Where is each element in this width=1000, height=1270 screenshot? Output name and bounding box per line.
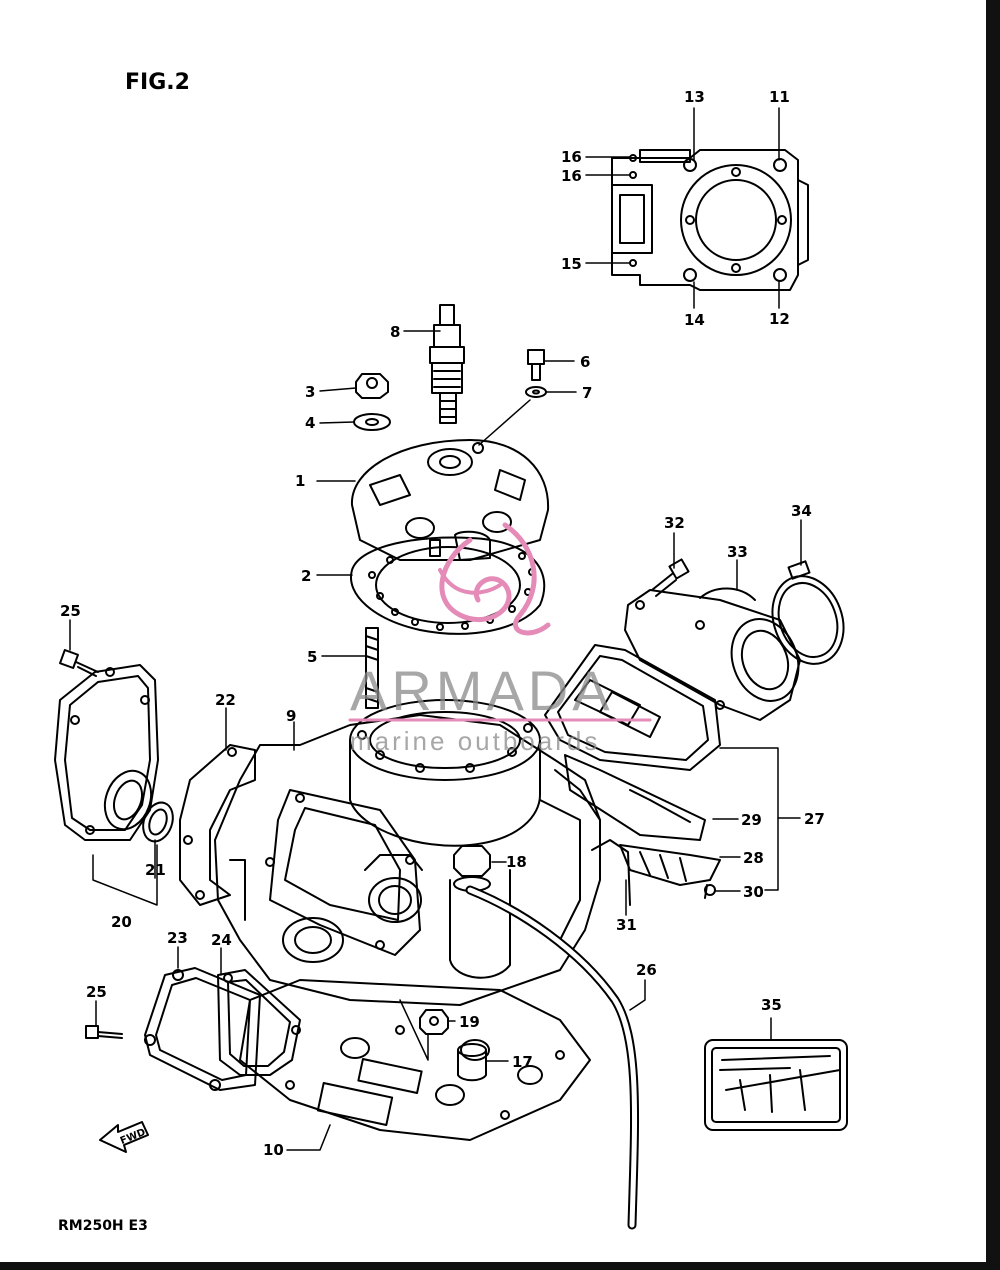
hose-clamp-34 <box>771 560 845 665</box>
callout-15: 15 <box>561 255 582 273</box>
screw-25-lower <box>85 1025 123 1039</box>
watermark-brand: ARMADA <box>350 659 614 722</box>
callout-4: 4 <box>305 414 315 432</box>
intake-manifold <box>624 587 801 721</box>
callout-10: 10 <box>263 1141 284 1159</box>
valve-seal-21 <box>142 801 174 843</box>
callout-21: 21 <box>145 861 166 879</box>
bolt-and-washer <box>525 349 547 398</box>
bolt-32 <box>651 558 690 597</box>
watermark-logo: ARMADA marine outboards <box>348 522 652 756</box>
callout-28: 28 <box>743 849 764 867</box>
callout-24: 24 <box>211 931 232 949</box>
head-gasket <box>349 536 546 635</box>
callout-6: 6 <box>580 353 590 371</box>
cover-23 <box>144 967 261 1091</box>
valve-cover <box>54 664 159 841</box>
callout-32: 32 <box>664 514 685 532</box>
callout-7: 7 <box>582 384 592 402</box>
callout-26: 26 <box>636 961 657 979</box>
callout-9: 9 <box>286 707 296 725</box>
gasket-set-bag <box>704 1039 848 1131</box>
callout-2: 2 <box>301 567 311 585</box>
watermark-tagline: marine outboards <box>350 726 600 756</box>
nut-18 <box>453 845 491 892</box>
callout-labels: 1 2 3 4 5 6 7 8 9 10 11 12 13 14 15 16 1… <box>60 88 825 1159</box>
callout-20: 20 <box>111 913 132 931</box>
callout-27: 27 <box>804 810 825 828</box>
cylinder-stud <box>365 627 379 709</box>
callout-14: 14 <box>684 311 705 329</box>
callout-12: 12 <box>769 310 790 328</box>
callout-3: 3 <box>305 383 315 401</box>
spark-plug <box>429 304 465 424</box>
cylinder-head <box>350 439 550 561</box>
exhaust-gasket <box>179 744 256 906</box>
callout-23: 23 <box>167 929 188 947</box>
figure-title: FIG.2 <box>125 70 190 95</box>
callout-25-b: 25 <box>86 983 107 1001</box>
callout-11: 11 <box>769 88 790 106</box>
callout-8: 8 <box>390 323 400 341</box>
model-code: RM250H E3 <box>58 1218 148 1234</box>
callout-35: 35 <box>761 996 782 1014</box>
cylinder-block <box>214 699 601 1006</box>
forward-arrow-icon: FWD <box>99 1121 149 1153</box>
nut-19 <box>419 1009 449 1035</box>
dowel-17 <box>457 1043 487 1082</box>
callout-29: 29 <box>741 811 762 829</box>
breather-hose <box>465 885 640 1230</box>
callout-18: 18 <box>506 853 527 871</box>
callout-13: 13 <box>684 88 705 106</box>
callout-22: 22 <box>215 691 236 709</box>
callout-30: 30 <box>743 883 764 901</box>
base-gasket <box>239 979 591 1141</box>
callout-16-a: 16 <box>561 148 582 166</box>
callout-16-b: 16 <box>561 167 582 185</box>
cylinder-top-view-inset <box>611 149 809 291</box>
callout-19: 19 <box>459 1013 480 1031</box>
callout-31: 31 <box>616 916 637 934</box>
callout-17: 17 <box>512 1053 533 1071</box>
nut-and-washer <box>353 373 391 431</box>
callout-1: 1 <box>295 472 305 490</box>
callout-33: 33 <box>727 543 748 561</box>
callout-5: 5 <box>307 648 317 666</box>
callout-25-a: 25 <box>60 602 81 620</box>
leader-lines <box>69 107 802 1151</box>
gasket-24 <box>217 969 301 1076</box>
reed-valve-assembly <box>544 644 721 906</box>
callout-34: 34 <box>791 502 812 520</box>
screw-25-upper <box>59 649 99 677</box>
